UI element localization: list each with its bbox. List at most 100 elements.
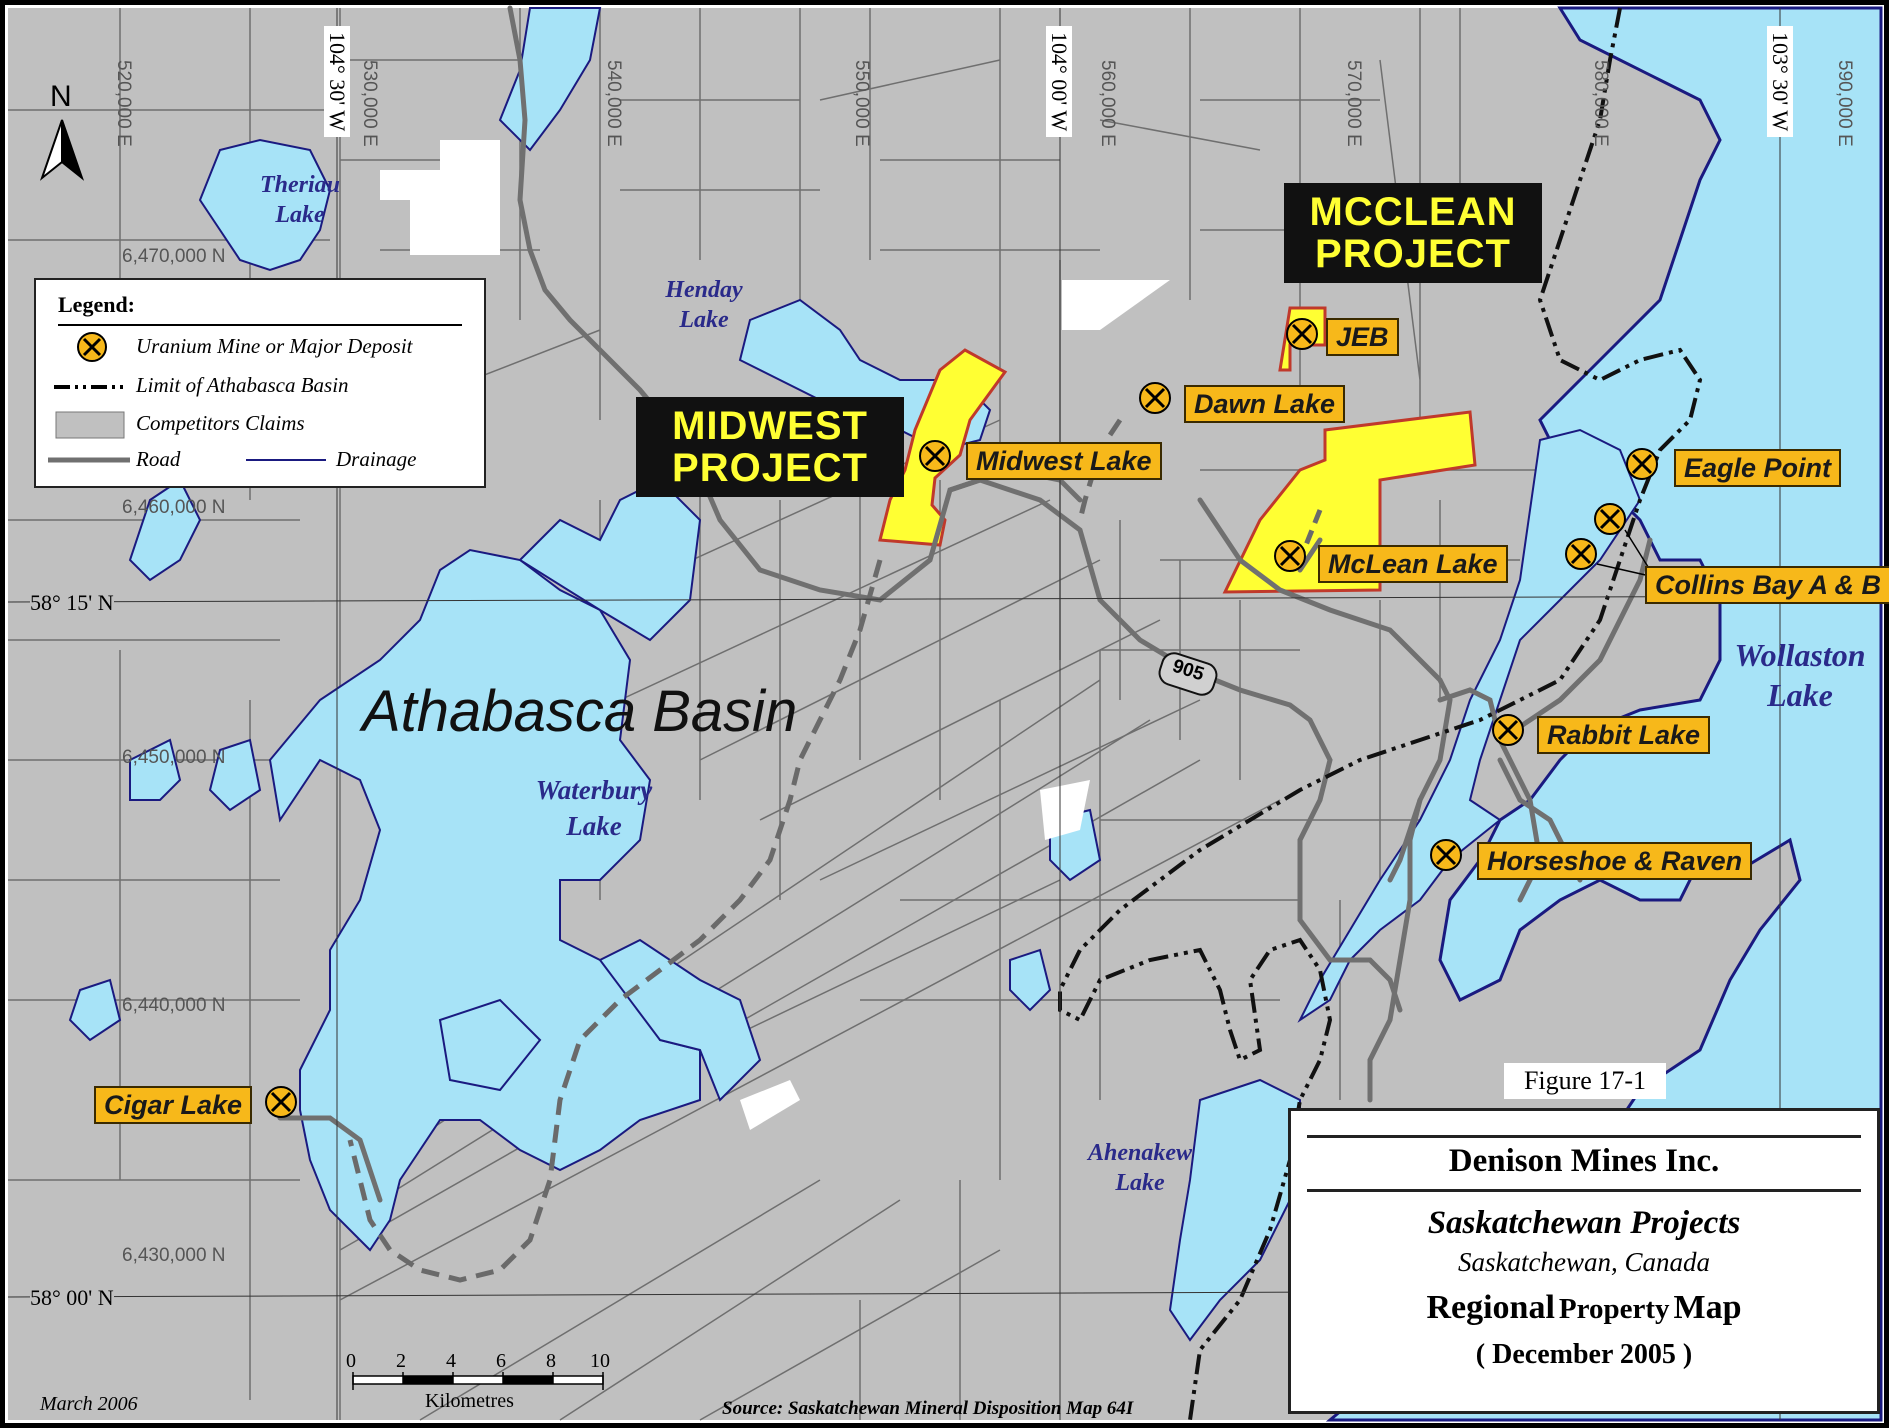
deposit-icon-jeb — [1286, 318, 1318, 350]
region-label-athabasca-basin: Athabasca Basin — [362, 679, 798, 744]
map-date: ( December 2005 ) — [1475, 1339, 1693, 1370]
northing-label: 6,470,000 N — [122, 246, 226, 267]
lake-label-line: Henday — [665, 277, 743, 303]
legend-title: Legend: — [58, 292, 135, 317]
lake-label-line: Lake — [566, 811, 622, 841]
deposit-label-midwest-lake: Midwest Lake — [966, 442, 1162, 480]
collins-bay-leader-lines — [1596, 529, 1651, 577]
northing-label: 6,460,000 N — [122, 497, 226, 518]
longitude-label: 104° 30' W — [324, 26, 350, 138]
deposit-label-eagle-point: Eagle Point — [1674, 449, 1842, 487]
unclaimed-area-4 — [740, 1080, 800, 1130]
easting-label: 530,000 E — [359, 60, 380, 147]
northing-label: 6,430,000 N — [122, 1245, 226, 1266]
waterbury-east-bay-water — [598, 938, 762, 1102]
deposit-icon-dawn-lake — [1139, 382, 1171, 414]
lake-label-line: Lake — [679, 307, 729, 333]
easting-label: 540,000 E — [603, 60, 624, 147]
deposit-icon-eagle-point — [1626, 448, 1658, 480]
longitude-label: 103° 30' W — [1767, 26, 1793, 138]
unclaimed-area-2 — [1062, 280, 1170, 330]
scale-bar — [352, 1372, 604, 1390]
lake-label-line: Lake — [1115, 1170, 1165, 1196]
theriau-lake-water — [198, 138, 332, 272]
deposit-label-jeb: JEB — [1326, 318, 1399, 356]
scale-unit-label: Kilometres — [425, 1390, 514, 1412]
north-label: N — [50, 80, 72, 113]
deposit-label-dawn-lake: Dawn Lake — [1184, 385, 1346, 423]
north-arrow-icon — [39, 119, 85, 181]
company-name: Denison Mines Inc. — [1448, 1143, 1720, 1179]
west-lake-water-4 — [68, 978, 122, 1042]
source-note: Source: Saskatchewan Mineral Disposition… — [722, 1398, 1134, 1419]
deposit-icon-rabbit-lake — [1492, 714, 1524, 746]
scale-tick-label: 6 — [496, 1350, 506, 1372]
legend-basin-limit-label: Limit of Athabasca Basin — [136, 373, 349, 397]
project-label-line: PROJECT — [1315, 232, 1511, 276]
northing-label: 6,450,000 N — [122, 747, 226, 768]
scale-tick-label: 4 — [446, 1350, 456, 1372]
title-block: Denison Mines Inc. Saskatchewan Projects… — [1288, 1108, 1880, 1414]
title-block-rule — [1307, 1135, 1861, 1138]
deposit-label-rabbit-lake: Rabbit Lake — [1537, 716, 1711, 754]
longitude-label: 104° 00' W — [1046, 26, 1072, 138]
scale-tick-label: 0 — [346, 1350, 356, 1372]
deposit-icon-collins-bay-b — [1565, 538, 1597, 570]
legend-claims-swatch — [55, 411, 125, 439]
dashed-road — [347, 559, 883, 1283]
scale-tick-label: 10 — [590, 1350, 610, 1372]
easting-label: 570,000 E — [1343, 60, 1364, 147]
legend-claims-label: Competitors Claims — [136, 411, 305, 435]
unclaimed-area-3 — [1040, 780, 1090, 840]
map-title-word: Property — [1558, 1293, 1670, 1325]
deposit-icon-collins-bay-a — [1594, 503, 1626, 535]
lake-label-line: Lake — [1767, 677, 1833, 713]
date-note: March 2006 — [40, 1393, 138, 1415]
project-label-line: PROJECT — [672, 446, 868, 490]
lake-label-line: Theriau — [259, 172, 340, 198]
small-lake-water-5 — [1009, 948, 1052, 1012]
lake-label-line: Wollaston — [1734, 637, 1866, 673]
scale-tick-label: 8 — [546, 1350, 556, 1372]
northing-label: 6,440,000 N — [122, 995, 226, 1016]
legend-rule — [58, 324, 462, 326]
legend-symbols — [48, 332, 326, 463]
legend-deposit-icon — [77, 332, 107, 362]
easting-label: 550,000 E — [851, 60, 872, 147]
easting-label: 580,000 E — [1590, 60, 1611, 147]
lake-label-line: Lake — [275, 202, 325, 228]
project-title: Saskatchewan Projects — [1427, 1205, 1741, 1241]
deposit-label-collins-bay: Collins Bay A & B — [1645, 566, 1889, 604]
title-block-rule — [1307, 1189, 1861, 1192]
easting-label: 590,000 E — [1834, 60, 1855, 147]
small-lake-water — [438, 998, 542, 1092]
deposit-icon-cigar-lake — [265, 1086, 297, 1118]
map-title-word: Regional — [1426, 1289, 1555, 1326]
easting-label: 560,000 E — [1097, 60, 1118, 147]
location-text: Saskatchewan, Canada — [1458, 1247, 1710, 1277]
latitude-label: 58° 00' N — [30, 1285, 114, 1311]
legend: Legend: Uranium Mine or Major Deposit Li… — [34, 278, 486, 488]
deposit-icon-horseshoe-raven — [1430, 839, 1462, 871]
easting-label: 520,000 E — [113, 60, 134, 147]
map-title: Regional Property Map — [1291, 1289, 1877, 1327]
deposit-icon-midwest-lake — [919, 440, 951, 472]
west-lake-water-2 — [129, 738, 182, 801]
legend-road-label: Road — [136, 447, 181, 471]
highway-905-shield — [1158, 652, 1218, 696]
deposit-label-cigar-lake: Cigar Lake — [94, 1086, 253, 1124]
deposit-label-mclean-lake: McLean Lake — [1318, 545, 1508, 583]
legend-drainage-label: Drainage — [336, 447, 417, 471]
scale-tick-label: 2 — [396, 1350, 406, 1372]
lake-label-line: Waterbury — [535, 775, 653, 805]
waterbury-lake-water — [268, 548, 701, 1252]
map-title-word: Map — [1673, 1289, 1742, 1326]
